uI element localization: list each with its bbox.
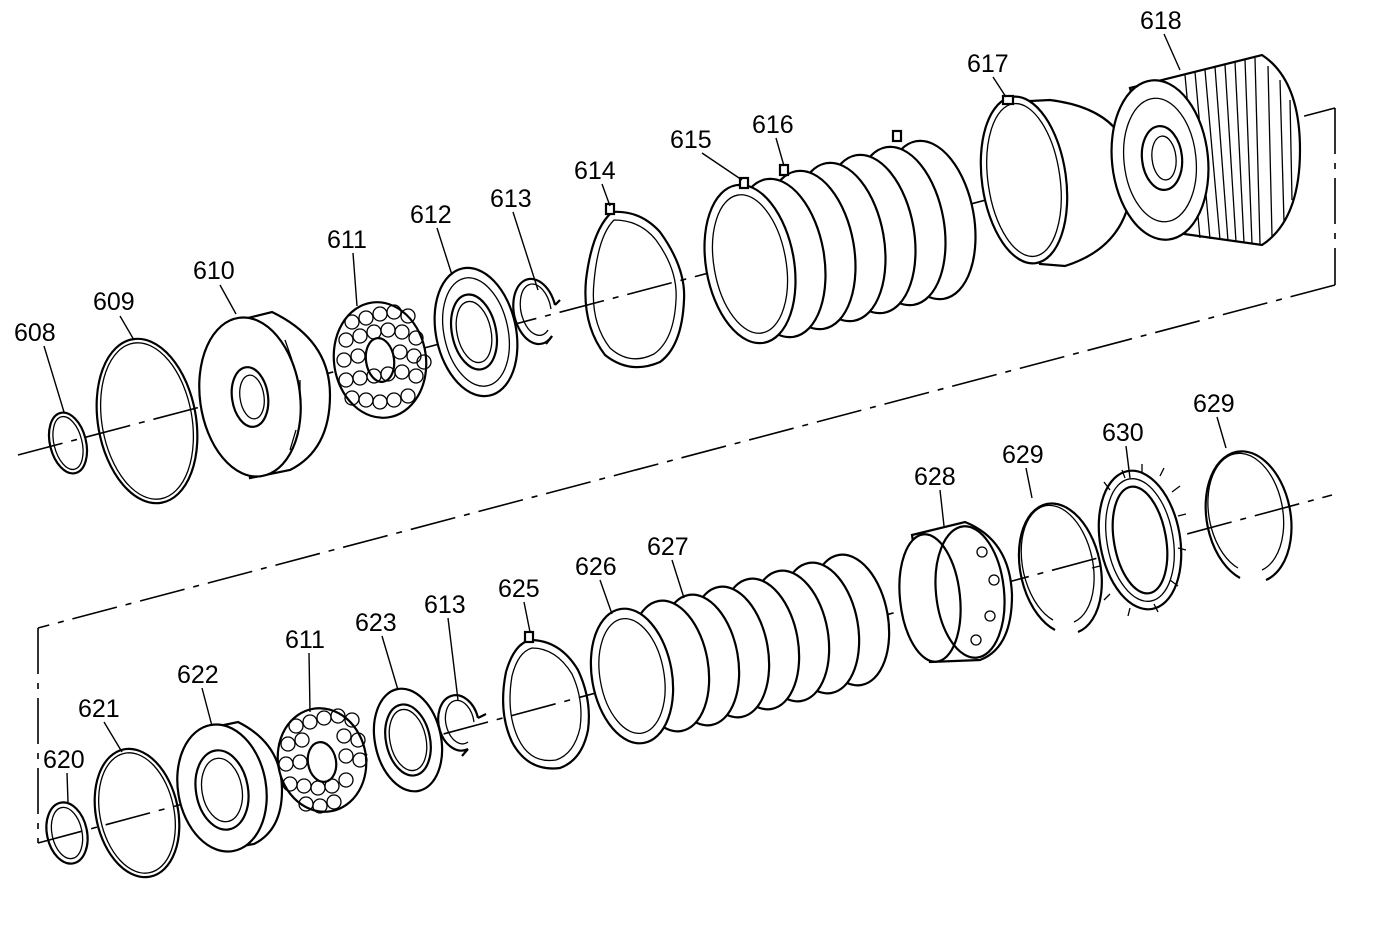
part-609-seal-ring [95, 337, 199, 505]
part-629-snap-ring-2 [1204, 450, 1293, 582]
part-620-snap-ring [45, 801, 89, 865]
part-622-piston [176, 720, 284, 853]
part-623-retainer [372, 687, 444, 793]
label-615: 615 [670, 126, 712, 154]
part-613-snap-ring [512, 277, 561, 346]
part-608-snap-ring [47, 411, 89, 475]
label-613-upper: 613 [490, 185, 532, 213]
label-613-lower: 613 [424, 591, 466, 619]
label-627: 627 [647, 533, 689, 561]
label-610: 610 [193, 257, 235, 285]
part-615-616-clutch-pack [703, 129, 977, 345]
label-612: 612 [410, 201, 452, 229]
part-612-retainer [433, 266, 519, 398]
callout-labels: 608 609 610 611 612 613 614 615 616 617 … [14, 7, 1235, 774]
label-626: 626 [575, 553, 617, 581]
part-626-627-clutch-pack [589, 553, 891, 745]
part-610-piston [198, 310, 332, 480]
label-623: 623 [355, 609, 397, 637]
label-608: 608 [14, 319, 56, 347]
part-614-wave-plate [584, 202, 686, 369]
label-628: 628 [914, 463, 956, 491]
label-616: 616 [752, 111, 794, 139]
label-629-first: 629 [1002, 441, 1044, 469]
part-611-spring-assembly [332, 301, 432, 419]
label-611-upper: 611 [327, 226, 367, 254]
label-620: 620 [43, 746, 85, 774]
label-611-lower: 611 [285, 626, 325, 654]
part-629-snap-ring-1 [1017, 502, 1103, 634]
leader-lines [43, 33, 1227, 803]
label-618: 618 [1140, 7, 1182, 35]
part-630-splined-ring [1091, 464, 1187, 617]
label-609: 609 [93, 288, 135, 316]
part-621-seal-ring [93, 747, 181, 879]
label-629-second: 629 [1193, 390, 1235, 418]
label-625: 625 [498, 575, 540, 603]
part-613-snap-ring-lower [437, 694, 487, 757]
part-628-hub [898, 520, 1014, 664]
part-618-drum [1110, 53, 1302, 247]
part-625-wave-plate [502, 630, 590, 770]
label-630: 630 [1102, 419, 1144, 447]
part-617-clutch-housing-ring [979, 94, 1134, 268]
label-622: 622 [177, 661, 219, 689]
label-614: 614 [574, 157, 616, 185]
axis-connector-diagonal [37, 284, 1336, 629]
part-611-spring-assembly-lower [276, 707, 368, 814]
label-621: 621 [78, 695, 120, 723]
label-617: 617 [967, 50, 1009, 78]
